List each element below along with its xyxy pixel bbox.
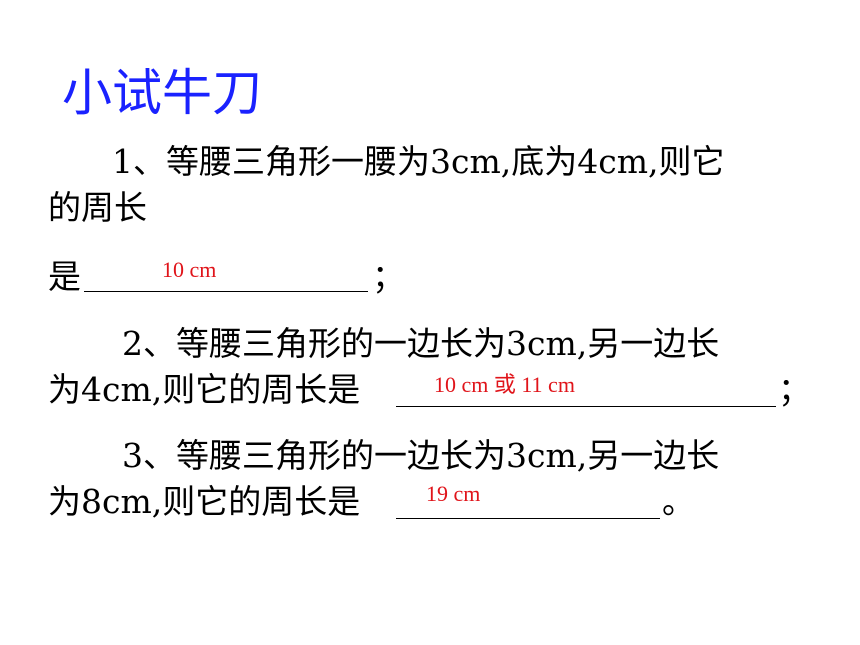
q3-suffix: 。 [662, 482, 695, 521]
q1-line-3-prefix: 是 [48, 257, 81, 296]
q3-line-1: 3、等腰三角形的一边长为3cm,另一边长 [122, 436, 720, 475]
q2-suffix: ； [778, 370, 811, 409]
q3-answer-blank [396, 518, 660, 519]
q3-answer: 19 cm [426, 481, 481, 506]
q1-suffix: ； [372, 257, 405, 296]
slide-title: 小试牛刀 [62, 64, 262, 122]
q1-line-1: 1、等腰三角形一腰为3cm,底为4cm,则它 [112, 142, 725, 181]
q2-answer: 10 cm 或 11 cm [434, 372, 575, 397]
q2-answer-blank [396, 406, 776, 407]
q2-line-2-prefix: 为4cm,则它的周长是 [48, 370, 361, 409]
q1-line-2: 的周长 [48, 188, 147, 227]
q2-line-1: 2、等腰三角形的一边长为3cm,另一边长 [122, 324, 720, 363]
q1-answer: 10 cm [162, 257, 217, 282]
q1-answer-blank [84, 291, 368, 292]
q3-line-2-prefix: 为8cm,则它的周长是 [48, 482, 361, 521]
